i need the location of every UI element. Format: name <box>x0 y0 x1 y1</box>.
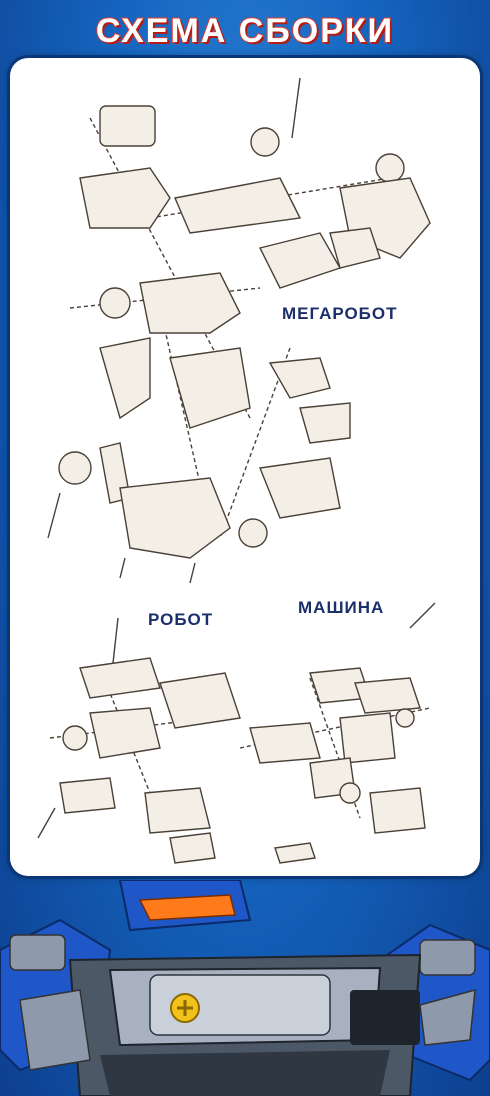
robot-parts <box>37 617 241 864</box>
megarobot-parts <box>47 77 431 584</box>
car-label: МАШИНА <box>298 598 385 617</box>
robot-label: РОБОТ <box>148 610 214 629</box>
page-title: СХЕМА СБОРКИ <box>0 6 490 56</box>
car-parts <box>239 602 436 864</box>
assembly-diagram-panel: МЕГАРОБОТ РОБОТ МАШИНА <box>10 58 480 876</box>
robot-illustration <box>0 880 490 1096</box>
megarobot-label: МЕГАРОБОТ <box>282 304 398 323</box>
assembly-parts-illustration <box>37 77 436 864</box>
title-text: СХЕМА СБОРКИ <box>95 11 395 51</box>
